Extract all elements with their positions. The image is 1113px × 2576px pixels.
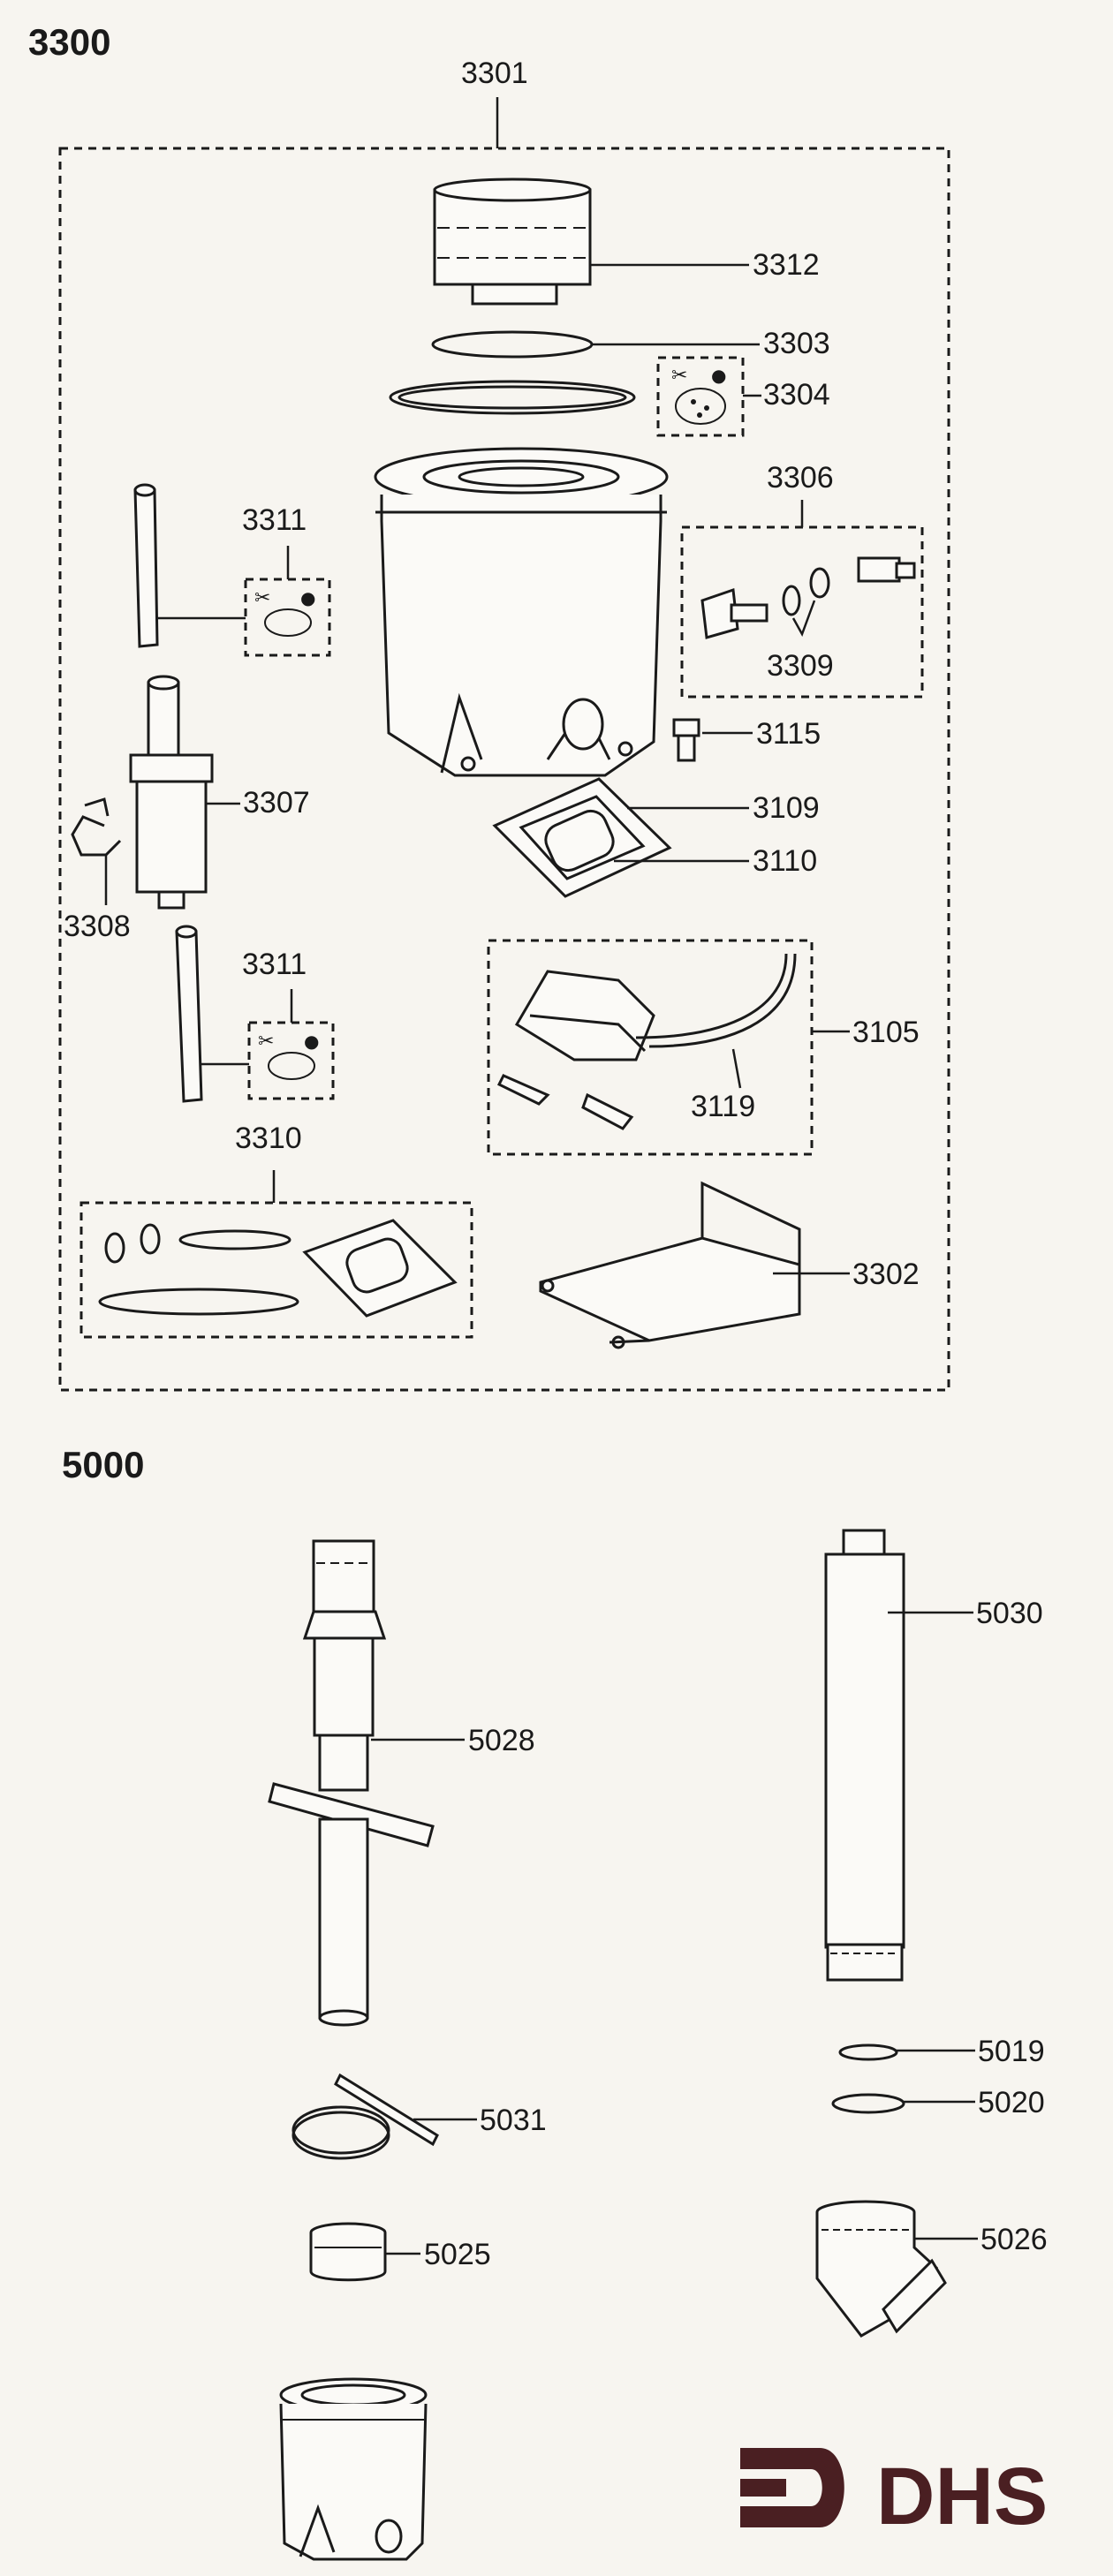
label-5025: 5025	[424, 2238, 491, 2271]
part-5020-o-ring	[831, 2093, 905, 2114]
part-5025-coupling	[309, 2222, 387, 2282]
part-3304-gasket	[389, 380, 636, 415]
part-5026-elbow	[815, 2200, 947, 2338]
oil-drop-icon: ●	[304, 1031, 319, 1052]
section-label-3300: 3300	[28, 21, 110, 63]
label-5030: 5030	[976, 1597, 1043, 1630]
tank-body	[374, 447, 669, 777]
label-3110: 3110	[753, 844, 817, 878]
service-kit-3311-upper	[244, 578, 331, 657]
part-3306-valve	[700, 556, 916, 639]
label-3307: 3307	[243, 786, 310, 820]
part-3312-cap	[433, 178, 592, 306]
label-3312: 3312	[753, 248, 820, 282]
oil-drop-icon: ●	[711, 365, 726, 386]
label-5026: 5026	[980, 2223, 1048, 2256]
part-5030-tube	[824, 1529, 905, 1982]
label-3311-upper: 3311	[242, 503, 307, 537]
label-3302: 3302	[852, 1258, 920, 1291]
label-3109: 3109	[753, 791, 820, 825]
label-3309: 3309	[767, 649, 834, 683]
dhs-logo: DHS	[740, 2448, 1048, 2542]
part-5019-o-ring	[838, 2043, 898, 2061]
label-3119: 3119	[691, 1090, 755, 1123]
label-3308: 3308	[64, 910, 131, 943]
part-hose-upper	[133, 483, 159, 648]
part-3310-gaskets	[98, 1219, 458, 1318]
label-3310: 3310	[235, 1122, 302, 1155]
part-5031-clamp	[292, 2073, 439, 2160]
label-3115: 3115	[756, 717, 821, 751]
scissors-icon: ✂	[671, 365, 687, 387]
label-3306: 3306	[767, 461, 834, 495]
part-3302-bracket	[539, 1181, 801, 1349]
part-hose-lower	[175, 925, 203, 1103]
tank-small	[279, 2377, 428, 2561]
kit-box-3301	[58, 147, 950, 1392]
label-3304: 3304	[763, 378, 830, 412]
part-3308-clamp	[71, 797, 122, 857]
label-5028: 5028	[468, 1724, 535, 1757]
label-3311-lower: 3311	[242, 948, 307, 981]
part-3307-filter	[129, 675, 214, 910]
label-3301: 3301	[461, 57, 528, 90]
kit-box-3310	[80, 1201, 473, 1339]
service-kit-3304	[656, 356, 745, 437]
label-5020: 5020	[978, 2086, 1045, 2119]
kit-box-3105	[487, 939, 814, 1156]
part-3105-motor	[496, 953, 797, 1130]
part-3303-o-ring	[431, 330, 594, 359]
scissors-icon: ✂	[258, 1031, 274, 1053]
label-3105: 3105	[852, 1016, 920, 1049]
part-3109-3110-plate	[492, 777, 672, 898]
oil-drop-icon: ●	[300, 587, 315, 608]
section-label-5000: 5000	[62, 1444, 144, 1485]
part-3115-screw	[672, 718, 700, 762]
service-kit-3311-lower	[247, 1021, 335, 1100]
part-5028-stack	[268, 1539, 435, 2027]
scissors-icon: ✂	[254, 587, 270, 609]
label-5031: 5031	[480, 2104, 547, 2137]
label-3303: 3303	[763, 327, 830, 360]
logo-text: DHS	[876, 2451, 1048, 2542]
label-5019: 5019	[978, 2035, 1045, 2068]
